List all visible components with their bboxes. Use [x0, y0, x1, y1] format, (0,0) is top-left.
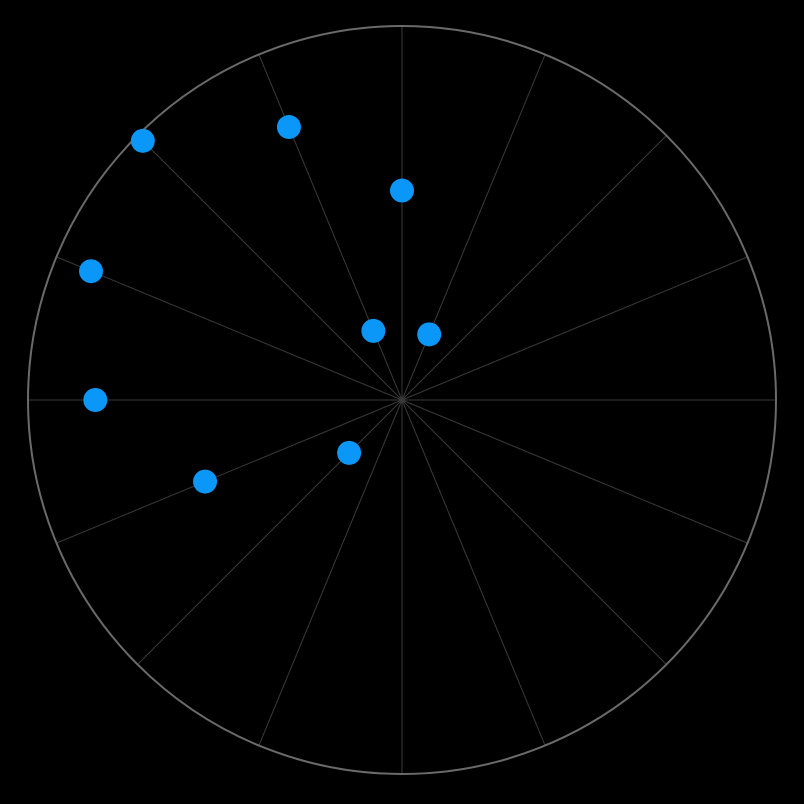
data-point — [130, 128, 155, 153]
data-point — [79, 259, 104, 284]
data-point — [390, 178, 414, 203]
data-point — [361, 318, 386, 343]
data-points — [79, 115, 442, 494]
radial-gridline — [56, 256, 403, 401]
data-point — [417, 322, 442, 347]
radial-gridline — [56, 399, 403, 544]
data-point — [337, 440, 362, 465]
radial-gridline — [401, 399, 667, 665]
outer-boundary-circle — [27, 25, 777, 775]
radial-gridline — [258, 399, 403, 746]
data-point — [276, 115, 301, 140]
radial-gridline — [137, 135, 403, 401]
radial-gridline — [401, 399, 546, 746]
radial-gridline — [401, 399, 748, 544]
radial-gridline — [258, 54, 403, 401]
radial-gridline — [137, 399, 403, 665]
data-point — [83, 388, 108, 412]
radial-gridline — [401, 135, 667, 401]
radial-gridline — [401, 54, 546, 401]
radial-gridline — [401, 256, 748, 401]
data-point — [193, 469, 218, 494]
